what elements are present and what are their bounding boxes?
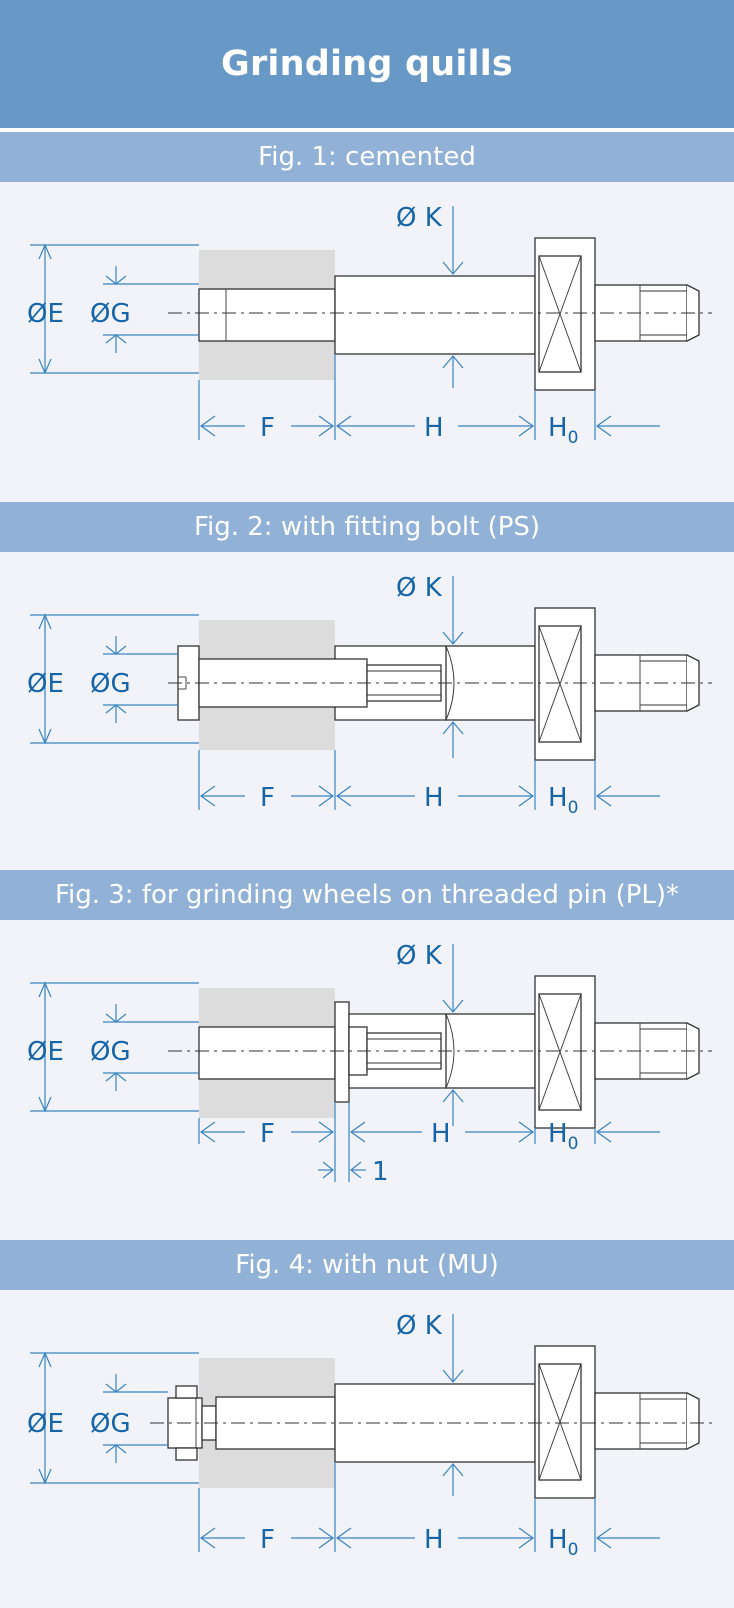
fig3-label-h0: H0 <box>548 1119 578 1154</box>
fig4-label-e: ØE <box>27 1409 64 1439</box>
header-divider <box>0 128 734 132</box>
fig4-label-h: H <box>424 1525 444 1555</box>
fig1-shank-g <box>198 288 336 342</box>
fig2-label-f: F <box>260 783 275 813</box>
fig3-wheel-bore <box>198 1026 336 1080</box>
fig4-label-h0: H0 <box>548 1525 578 1560</box>
fig2-label-h: H <box>424 783 444 813</box>
fig3-label-f: F <box>260 1119 275 1149</box>
fig1-label-h0: H0 <box>548 413 578 448</box>
fig2-drawing: ØE ØG Ø K F <box>0 552 734 858</box>
fig4-label-k: Ø K <box>396 1311 443 1341</box>
fig3-drawing: ØE ØG Ø K F <box>0 920 734 1226</box>
fig2-label-k: Ø K <box>396 573 443 603</box>
fig4-label-g: ØG <box>90 1409 131 1439</box>
fig2-caption: Fig. 2: with fitting bolt (PS) <box>0 502 734 552</box>
fig1-label-g: ØG <box>90 299 131 329</box>
fig1-caption: Fig. 1: cemented <box>0 132 734 182</box>
fig1-shank-k <box>334 275 536 355</box>
fig3-label-g: ØG <box>90 1037 131 1067</box>
fig2-label-h0: H0 <box>548 783 578 818</box>
fig1-label-e: ØE <box>27 299 64 329</box>
fig3-caption: Fig. 3: for grinding wheels on threaded … <box>0 870 734 920</box>
fig4-drawing: ØE ØG Ø K F <box>0 1290 734 1608</box>
fig1-label-h: H <box>424 413 444 443</box>
fig4-thread-end <box>594 1392 688 1450</box>
fig2-label-e: ØE <box>27 669 64 699</box>
fig3-label-h: H <box>431 1119 451 1149</box>
fig1-drawing: ØE ØG Ø K F <box>0 182 734 488</box>
fig3-label-e: ØE <box>27 1037 64 1067</box>
fig1-label-k: Ø K <box>396 203 443 233</box>
fig3-label-gap: 1 <box>372 1157 389 1187</box>
fig3-label-k: Ø K <box>396 941 443 971</box>
fig3-flange <box>334 1001 350 1103</box>
fig4-caption: Fig. 4: with nut (MU) <box>0 1240 734 1290</box>
fig4-label-f: F <box>260 1525 275 1555</box>
fig2-label-g: ØG <box>90 669 131 699</box>
page-title: Grinding quills <box>0 0 734 128</box>
fig1-label-f: F <box>260 413 275 443</box>
